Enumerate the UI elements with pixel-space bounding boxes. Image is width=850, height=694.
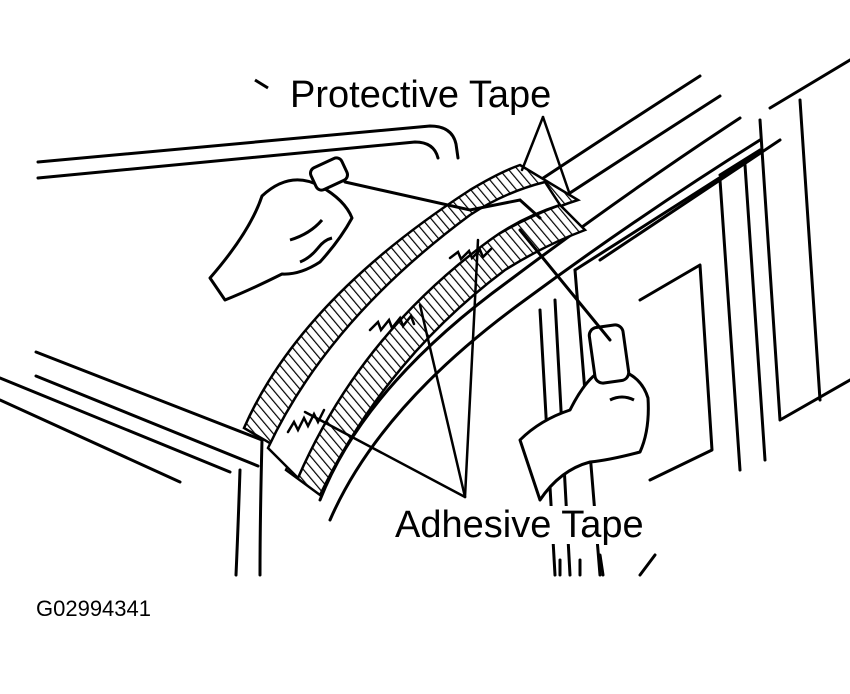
figure-id: G02994341: [36, 596, 151, 621]
adhesive-leader-3: [463, 238, 480, 499]
label-tick: [254, 78, 269, 90]
adhesive-tape-markings: [286, 247, 493, 434]
protective-tape-label: Protective Tape: [288, 74, 554, 116]
adhesive-leader-1: [303, 410, 467, 499]
adhesive-leader-2: [418, 303, 467, 499]
door-window-frame: [538, 58, 850, 577]
protective-leader-2: [541, 115, 572, 197]
adhesive-tape-label: Adhesive Tape: [393, 504, 646, 546]
leader-lines: [303, 115, 572, 499]
left-hand: [208, 156, 354, 302]
pull-tape-lines: [343, 180, 612, 342]
right-hand: [518, 323, 650, 502]
protective-leader-1: [520, 115, 545, 172]
